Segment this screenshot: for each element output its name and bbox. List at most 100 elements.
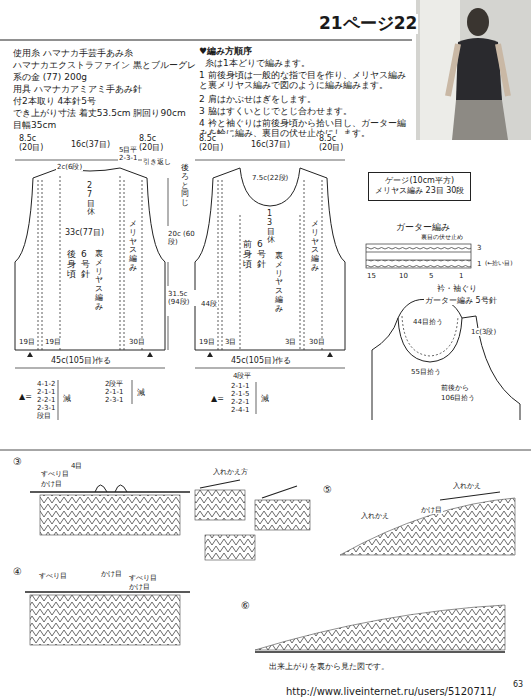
- pattern-label: 45c(105目)作る: [50, 356, 112, 365]
- pattern-label: 2-1-5: [230, 390, 250, 398]
- pattern-label: 4段平: [232, 372, 252, 380]
- pattern-label: 2-4-1: [230, 406, 250, 414]
- pattern-label: かけ目: [40, 480, 63, 488]
- pattern-label: 2-2-1: [36, 396, 56, 404]
- pattern-label: 63: [512, 680, 524, 689]
- pattern-label: 5: [428, 272, 434, 280]
- pattern-label: 1 前後身頃は一般的な指で目を作り、メリヤス編みと裏メリヤス編みで図のように編み…: [198, 70, 414, 91]
- pattern-label: 55目拾う: [410, 368, 442, 376]
- pattern-label: 系の金 (77) 200g: [12, 72, 88, 82]
- pattern-label: 45c(105目)作る: [230, 356, 292, 365]
- pattern-label: 3目: [284, 338, 297, 346]
- pattern-label: 6号針: [256, 240, 267, 270]
- pattern-label: 6号針: [80, 250, 91, 280]
- pattern-label: 裏メリヤス編み: [94, 250, 104, 312]
- pattern-label: かけ目: [128, 583, 151, 591]
- pattern-label: 31.5c (94段): [167, 290, 196, 306]
- pattern-label: 2-1-1: [36, 388, 56, 396]
- pattern-label: 4目: [70, 462, 83, 470]
- pattern-label: 33c(77目): [64, 228, 105, 237]
- pattern-label: ガーター編み 5号針: [424, 296, 498, 305]
- pattern-label: 2-1-1: [104, 388, 124, 396]
- pattern-label: ⑥: [240, 600, 251, 612]
- box-heading: ゲージ(10cm平方): [375, 176, 464, 186]
- pattern-label: 2-1-1: [230, 382, 250, 390]
- pattern-label: 3 脇はすくいとじでとじ合わせます。: [198, 106, 353, 116]
- pattern-label: すべり目: [38, 572, 68, 580]
- pattern-label: 減: [260, 394, 270, 403]
- pattern-label: 用具 ハマナカアミアミ手あみ針: [12, 84, 143, 94]
- pattern-label: 8.5c (20目): [318, 134, 352, 152]
- pattern-label: 2-3-1: [118, 154, 138, 162]
- pattern-label: ▲=: [18, 392, 33, 401]
- pattern-label: 16c(37目): [70, 140, 111, 149]
- pattern-label: 10: [398, 272, 409, 280]
- pattern-label: 19目: [18, 338, 36, 346]
- pattern-label: 30目: [128, 338, 146, 346]
- pattern-label: 1: [458, 272, 464, 280]
- pattern-label: 衿・袖ぐり: [436, 284, 478, 293]
- pattern-label: すべり目: [40, 470, 70, 478]
- pattern-label: 減: [62, 394, 72, 403]
- pattern-label: 2c(6段): [56, 163, 83, 171]
- pattern-label: 入れかえ: [360, 512, 390, 520]
- pattern-label: 前後から: [440, 384, 470, 392]
- pattern-label: 8.5c (20目): [138, 134, 172, 152]
- pattern-label: 106目拾う: [440, 394, 476, 402]
- pattern-label: 減: [136, 388, 146, 397]
- pattern-label: 裏メリヤス編み: [274, 252, 284, 314]
- pattern-label: ハマナカエクストラファイン 黒とブルーグレ: [12, 60, 197, 70]
- page-title: 21ページ22: [318, 14, 418, 34]
- pattern-label: (←拾い目): [484, 260, 514, 267]
- pattern-label: 2段平: [104, 380, 124, 388]
- pattern-label: 入れかえ方: [212, 468, 249, 476]
- pattern-label: http://www.liveinternet.ru/users/5120711…: [285, 686, 497, 698]
- pattern-label: 段目: [36, 412, 52, 420]
- pattern-label: 後ろと同じ: [180, 164, 190, 208]
- pattern-label: 19目: [44, 338, 62, 346]
- pattern-label: ▲=: [210, 394, 225, 403]
- pattern-label: 入れかえ: [452, 482, 482, 490]
- pattern-label: ⑤: [322, 484, 333, 496]
- pattern-label: 19目: [198, 338, 216, 346]
- pattern-label: 44目拾う: [412, 318, 444, 326]
- pattern-label: 8.5c (20目): [198, 134, 232, 152]
- pattern-label: 27目休: [86, 182, 96, 217]
- pattern-label: 44段: [200, 300, 218, 308]
- pattern-label: 4-1-2: [36, 380, 56, 388]
- pattern-label: 3目: [224, 338, 237, 346]
- pattern-label: 引き返し: [142, 158, 172, 166]
- pattern-label: 2-3-1: [36, 404, 56, 412]
- pattern-label: 30目: [308, 338, 326, 346]
- pattern-label: 7.5c(22段): [251, 174, 289, 182]
- pattern-label: 裏目の伏せ止め: [420, 234, 464, 241]
- pattern-label: 8.5c (20目): [18, 134, 52, 152]
- pattern-label: 13目休: [266, 210, 276, 245]
- gauge-box: ゲージ(10cm平方)メリヤス編み 23目 30段: [368, 172, 471, 201]
- pattern-label: 3: [476, 244, 482, 252]
- pattern-label: でき上がり寸法 着丈53.5cm 胴回り90cm: [12, 108, 187, 118]
- pattern-label: 2 肩はかぶせはぎをします。: [198, 94, 317, 104]
- pattern-label: 使用糸 ハマナカ手芸手あみ糸: [12, 48, 134, 58]
- pattern-label: ♥編み方順序: [198, 46, 253, 56]
- pattern-label: 2-3-1: [104, 396, 124, 404]
- pattern-label: かけ目: [100, 570, 123, 578]
- pattern-label: 5目平: [118, 146, 138, 154]
- pattern-label: 2-2-1: [230, 398, 250, 406]
- pattern-label: 1c(3段): [470, 328, 497, 336]
- pattern-label: 後身頃: [66, 250, 77, 280]
- pattern-label: 目幅35cm: [12, 120, 57, 130]
- pattern-label: 前身頃: [242, 240, 253, 270]
- pattern-label: 15: [366, 272, 377, 280]
- pattern-label: ③: [12, 456, 23, 468]
- pattern-label: 1: [476, 260, 482, 268]
- pattern-label: メリヤス編み: [310, 220, 320, 273]
- pattern-label: 20c (60段): [167, 230, 196, 246]
- pattern-label: 16c(37目): [250, 140, 291, 149]
- pattern-label: ガーター編み: [395, 222, 451, 232]
- pattern-label: ④: [12, 566, 23, 578]
- figure-caption: 出来上がりを裏から見た図です。: [268, 662, 390, 671]
- pattern-label: かけ目: [420, 506, 443, 514]
- pattern-label: 付2本取り 4本針5号: [12, 96, 97, 106]
- pattern-label: すべり目: [128, 574, 158, 582]
